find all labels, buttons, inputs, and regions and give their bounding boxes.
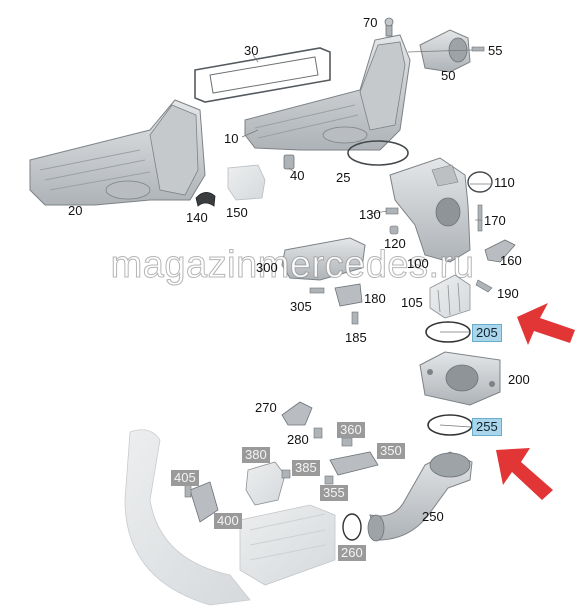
bracket-380 [245,461,286,506]
callout-250: 250 [422,509,444,524]
bolt-280 [313,427,323,439]
sensor-150 [227,164,266,201]
callout-205: 205 [472,324,502,342]
callout-305: 305 [290,299,312,314]
callout-185: 185 [345,330,367,345]
shield-105 [429,274,471,319]
intake-manifold-20 [29,99,206,206]
callout-260: 260 [338,545,366,561]
bolt-360 [341,437,353,447]
gasket-30 [194,47,331,103]
bolt-185 [351,311,359,325]
callout-270: 270 [255,400,277,415]
callout-280: 280 [287,432,309,447]
callout-150: 150 [226,205,248,220]
callout-405: 405 [171,470,199,486]
callout-355: 355 [320,485,348,501]
callout-10: 10 [224,131,239,146]
air-elbow-100 [389,157,471,263]
callout-110: 110 [494,175,515,190]
bolt-120 [389,225,399,235]
callout-100: 100 [407,256,429,271]
callout-160: 160 [500,253,522,268]
seal-ring-260 [342,513,362,541]
seal-ring-255 [427,414,473,436]
seal-ring-25 [347,140,409,166]
bolt-40 [283,154,295,170]
callout-70: 70 [363,15,378,30]
callout-120: 120 [384,236,406,251]
bolt-170 [477,204,483,232]
throttle-body-200 [419,351,501,406]
bolt-355 [324,475,334,485]
bracket-160 [484,239,516,263]
bolt-405 [184,484,192,498]
highlight-arrow-255 [496,448,553,500]
callout-50: 50 [441,68,456,83]
seal-ring-110 [467,171,493,193]
callout-170: 170 [484,213,506,228]
callout-200: 200 [508,372,530,387]
callout-400: 400 [214,513,242,529]
bracket-400 [189,481,219,523]
callout-40: 40 [290,168,305,183]
callout-360: 360 [337,422,365,438]
cover-300 [281,237,366,281]
highlight-arrow-205 [517,303,575,345]
hose-140 [195,192,216,207]
callout-380: 380 [242,447,270,463]
callout-140: 140 [186,210,208,225]
charge-air-cooler-ghost [124,429,336,606]
callout-55: 55 [488,43,503,58]
bolt-130 [385,207,399,215]
bracket-270 [281,401,313,426]
elbow-pipe-250 [367,451,473,542]
callout-385: 385 [292,460,320,476]
callout-25: 25 [336,170,351,185]
callout-350: 350 [377,443,405,459]
leader-lines [241,49,492,428]
callout-300: 300 [256,260,278,275]
callout-20: 20 [68,203,83,218]
bolt-385 [281,469,291,479]
intake-manifold-10 [244,34,411,151]
bolt-70 [384,17,394,37]
callout-105: 105 [401,295,423,310]
bolt-305 [309,287,325,294]
callout-180: 180 [364,291,386,306]
bracket-180 [334,283,363,307]
bolt-190 [475,279,493,293]
callout-130: 130 [359,207,381,222]
callout-30: 30 [244,43,259,58]
callout-255: 255 [472,418,502,436]
bracket-350 [329,451,379,476]
callout-190: 190 [497,286,519,301]
watermark: magazinmercedes.ru [110,244,475,287]
